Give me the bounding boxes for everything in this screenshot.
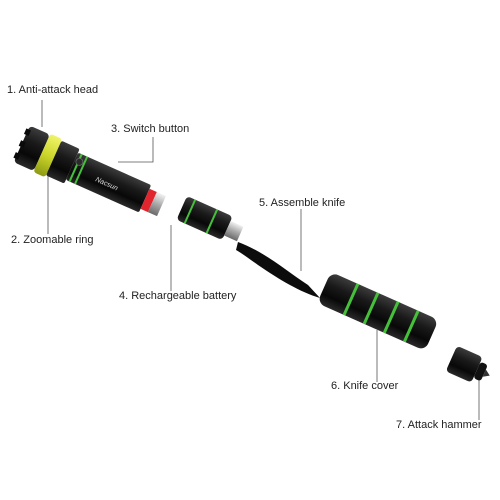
zoomable-ring	[34, 134, 62, 177]
attack-hammer	[446, 346, 490, 382]
switch-button	[75, 157, 84, 166]
leader-switch-button	[118, 137, 154, 163]
assemble-knife	[236, 242, 320, 298]
label-rechargeable-battery: 4. Rechargeable battery	[119, 290, 237, 302]
rechargeable-battery	[177, 197, 244, 242]
knife-cover	[319, 274, 437, 349]
label-assemble-knife: 5. Assemble knife	[259, 197, 346, 209]
label-attack-hammer: 7. Attack hammer	[396, 419, 482, 431]
leader-lines	[41, 100, 480, 420]
label-knife-cover: 6. Knife cover	[331, 380, 399, 392]
anti-attack-head-crown	[14, 126, 49, 170]
label-zoomable-ring: 2. Zoomable ring	[11, 234, 94, 246]
label-anti-attack-head: 1. Anti-attack head	[7, 84, 99, 96]
label-switch-button: 3. Switch button	[111, 123, 190, 135]
flashlight-head: Nacsun	[13, 126, 166, 217]
